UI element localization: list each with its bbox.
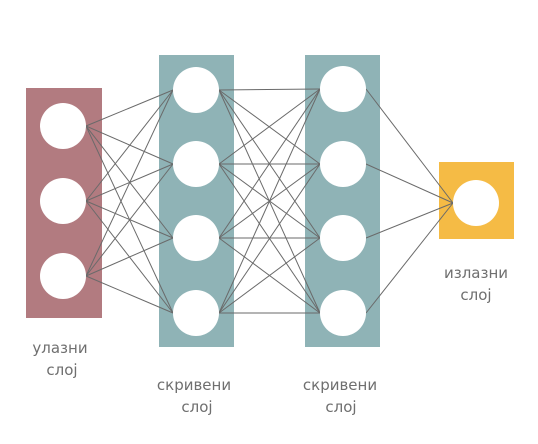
input-layer-label-line1: улазни <box>32 339 87 357</box>
input-node-2 <box>40 178 86 224</box>
edge-input-3-to-hidden1-4 <box>85 275 174 314</box>
output-layer-label-line2: слој <box>460 286 491 304</box>
hidden2-node-4 <box>320 290 366 336</box>
hidden2-node-1 <box>320 66 366 112</box>
hidden1-layer-label-line2: слој <box>181 398 212 416</box>
edge-hidden1-1-to-hidden2-1 <box>218 88 321 91</box>
edge-input-1-to-hidden1-1 <box>85 89 174 127</box>
hidden1-node-4 <box>173 290 219 336</box>
edge-hidden1-3-to-hidden2-1 <box>218 88 321 239</box>
edge-hidden1-4-to-hidden2-2 <box>218 163 321 314</box>
output-layer-label-line1: излазни <box>444 264 508 282</box>
neurons <box>40 66 499 336</box>
edge-hidden1-4-to-hidden2-1 <box>218 88 321 314</box>
hidden1-node-2 <box>173 141 219 187</box>
layer-labels: улазни слој скривени слој скривени слој … <box>32 264 508 416</box>
output-node-1 <box>453 180 499 226</box>
edge-hidden2-3-to-output-1 <box>365 202 454 239</box>
hidden1-node-1 <box>173 67 219 113</box>
hidden2-layer-label-line2: слој <box>325 398 356 416</box>
hidden2-layer-label-line1: скривени <box>303 376 377 394</box>
edge-hidden1-2-to-hidden2-1 <box>218 88 321 165</box>
input-node-3 <box>40 253 86 299</box>
edge-input-3-to-hidden1-2 <box>85 163 174 277</box>
edge-hidden1-4-to-hidden2-3 <box>218 237 321 314</box>
edge-hidden2-4-to-output-1 <box>365 202 454 314</box>
input-layer-label-line2: слој <box>46 361 77 379</box>
edge-hidden2-2-to-output-1 <box>365 163 454 204</box>
edge-input-3-to-hidden1-3 <box>85 237 174 277</box>
hidden2-node-3 <box>320 215 366 261</box>
input-node-1 <box>40 103 86 149</box>
connections <box>85 88 454 314</box>
hidden2-node-2 <box>320 141 366 187</box>
hidden1-layer-label-line1: скривени <box>157 376 231 394</box>
hidden1-node-3 <box>173 215 219 261</box>
edge-input-3-to-hidden1-1 <box>85 89 174 277</box>
edge-input-2-to-hidden1-1 <box>85 89 174 202</box>
edge-hidden2-1-to-output-1 <box>365 88 454 204</box>
